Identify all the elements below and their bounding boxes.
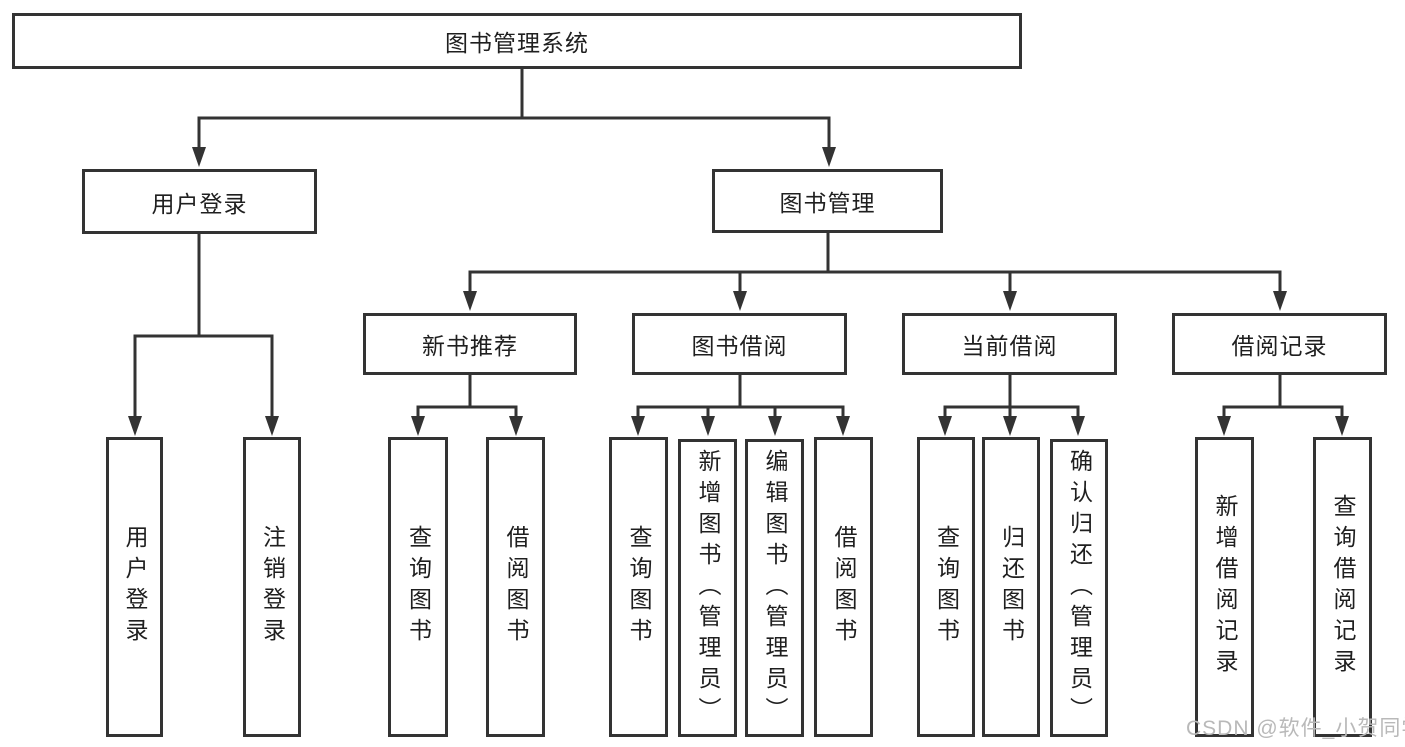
node-book-management-branch: 图书管理 <box>712 169 943 233</box>
leaf-return-books-label: 归还图书 <box>998 525 1025 649</box>
node-book-borrowing-label: 图书借阅 <box>691 333 788 359</box>
node-new-book-recommend-label: 新书推荐 <box>422 333 518 359</box>
node-library-system: 图书管理系统 <box>12 13 1022 69</box>
node-new-book-recommend: 新书推荐 <box>363 313 577 375</box>
leaf-query-books-current: 查询图书 <box>917 437 975 737</box>
leaf-query-borrow-record-label: 查询借阅记录 <box>1330 494 1356 680</box>
leaf-query-books-recommend: 查询图书 <box>388 437 448 737</box>
leaf-return-books: 归还图书 <box>982 437 1040 737</box>
leaf-user-login: 用户登录 <box>106 437 163 737</box>
leaf-confirm-return-admin: 确认归还（管理员） <box>1050 439 1108 737</box>
leaf-user-login-label: 用户登录 <box>122 525 148 649</box>
leaf-query-books-borrowing: 查询图书 <box>609 437 668 737</box>
leaf-borrow-books-label: 借阅图书 <box>831 525 857 649</box>
csdn-watermark: CSDN @软件_小贺同学 <box>1186 717 1405 740</box>
leaf-logout-label: 注销登录 <box>259 525 286 649</box>
leaf-confirm-return-admin-label: 确认归还（管理员） <box>1066 448 1093 728</box>
leaf-query-books-current-label: 查询图书 <box>933 525 960 649</box>
arrowheads <box>128 147 1349 436</box>
leaf-borrow-books-recommend: 借阅图书 <box>486 437 545 737</box>
leaf-query-books-recommend-label: 查询图书 <box>405 525 432 649</box>
leaf-borrow-books: 借阅图书 <box>814 437 873 737</box>
leaf-add-borrow-record: 新增借阅记录 <box>1195 437 1254 737</box>
node-book-borrowing: 图书借阅 <box>632 313 847 375</box>
leaf-query-borrow-record: 查询借阅记录 <box>1313 437 1372 737</box>
leaf-add-borrow-record-label: 新增借阅记录 <box>1212 494 1238 680</box>
leaf-borrow-books-recommend-label: 借阅图书 <box>503 525 529 649</box>
node-current-borrowing: 当前借阅 <box>902 313 1117 375</box>
node-current-borrowing-label: 当前借阅 <box>961 333 1058 359</box>
leaf-edit-books-admin: 编辑图书（管理员） <box>745 439 804 737</box>
leaf-add-books-admin-label: 新增图书（管理员） <box>695 448 721 728</box>
leaf-query-books-borrowing-label: 查询图书 <box>626 525 652 649</box>
leaf-logout: 注销登录 <box>243 437 301 737</box>
node-user-login-branch: 用户登录 <box>82 169 317 234</box>
connector-lines <box>133 69 1344 420</box>
node-library-system-label: 图书管理系统 <box>445 30 589 56</box>
node-user-login-label: 用户登录 <box>151 190 248 217</box>
leaf-edit-books-admin-label: 编辑图书（管理员） <box>762 448 788 728</box>
node-borrowing-records-label: 借阅记录 <box>1231 333 1328 359</box>
node-book-management-label: 图书管理 <box>779 190 876 216</box>
node-borrowing-records: 借阅记录 <box>1172 313 1387 375</box>
leaf-add-books-admin: 新增图书（管理员） <box>678 439 737 737</box>
